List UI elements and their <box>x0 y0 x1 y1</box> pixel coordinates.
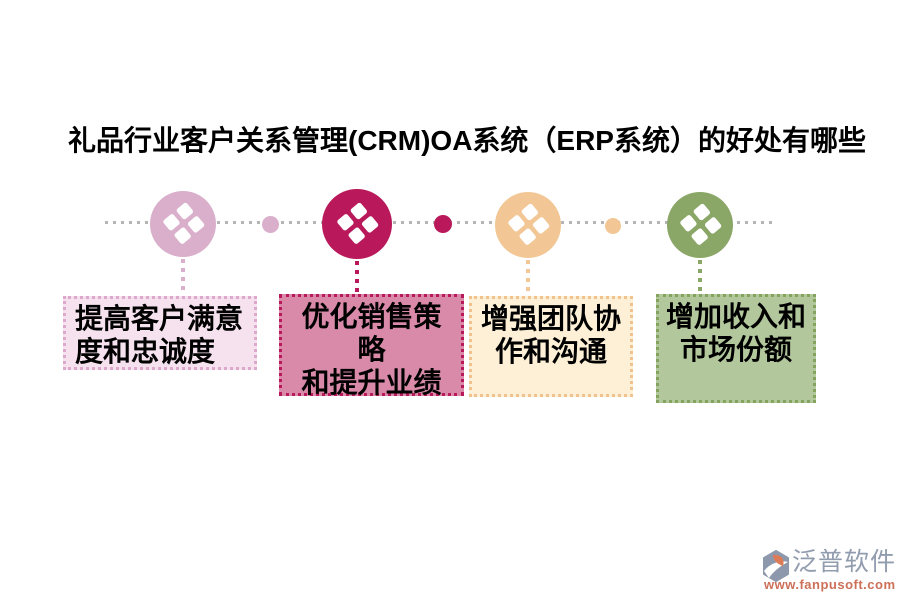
benefit-text-line: 作和沟通 <box>494 336 607 367</box>
connector-line <box>698 260 702 294</box>
benefit-card: 提高客户满意 度和忠诚度 <box>63 296 257 370</box>
diamond-cluster-icon <box>322 189 392 259</box>
benefit-text-line: 提高客户满意 <box>75 303 244 334</box>
timeline-dot <box>434 215 452 233</box>
page-title: 礼品行业客户关系管理(CRM)OA系统（ERP系统）的好处有哪些 <box>68 125 866 156</box>
diamond-cluster-icon <box>495 192 561 258</box>
benefit-card: 增加收入和 市场份额 <box>656 294 816 403</box>
benefit-text-line: 优化销售策略 <box>301 301 442 365</box>
benefit-card: 优化销售策略 和提升业绩 <box>279 294 464 398</box>
benefit-text-line: 和提升业绩 <box>301 367 442 398</box>
diamond-cluster-icon <box>150 191 216 257</box>
connector-line <box>181 259 185 295</box>
timeline-dot <box>605 218 621 234</box>
benefit-card: 增强团队协 作和沟通 <box>469 296 633 397</box>
connector-line <box>526 260 530 296</box>
timeline-dot <box>262 216 279 233</box>
benefit-text-line: 度和忠诚度 <box>75 336 216 367</box>
benefit-text-line: 增加收入和 <box>665 301 806 332</box>
fanpu-logo-icon <box>761 550 791 582</box>
connector-line <box>355 261 359 295</box>
benefit-text-line: 增强团队协 <box>480 303 621 334</box>
watermark-url: www.fanpusoft.com <box>764 577 896 592</box>
watermark-brand: 泛普软件 <box>792 548 897 576</box>
benefit-text-line: 市场份额 <box>679 334 792 365</box>
diamond-cluster-icon <box>667 192 733 258</box>
